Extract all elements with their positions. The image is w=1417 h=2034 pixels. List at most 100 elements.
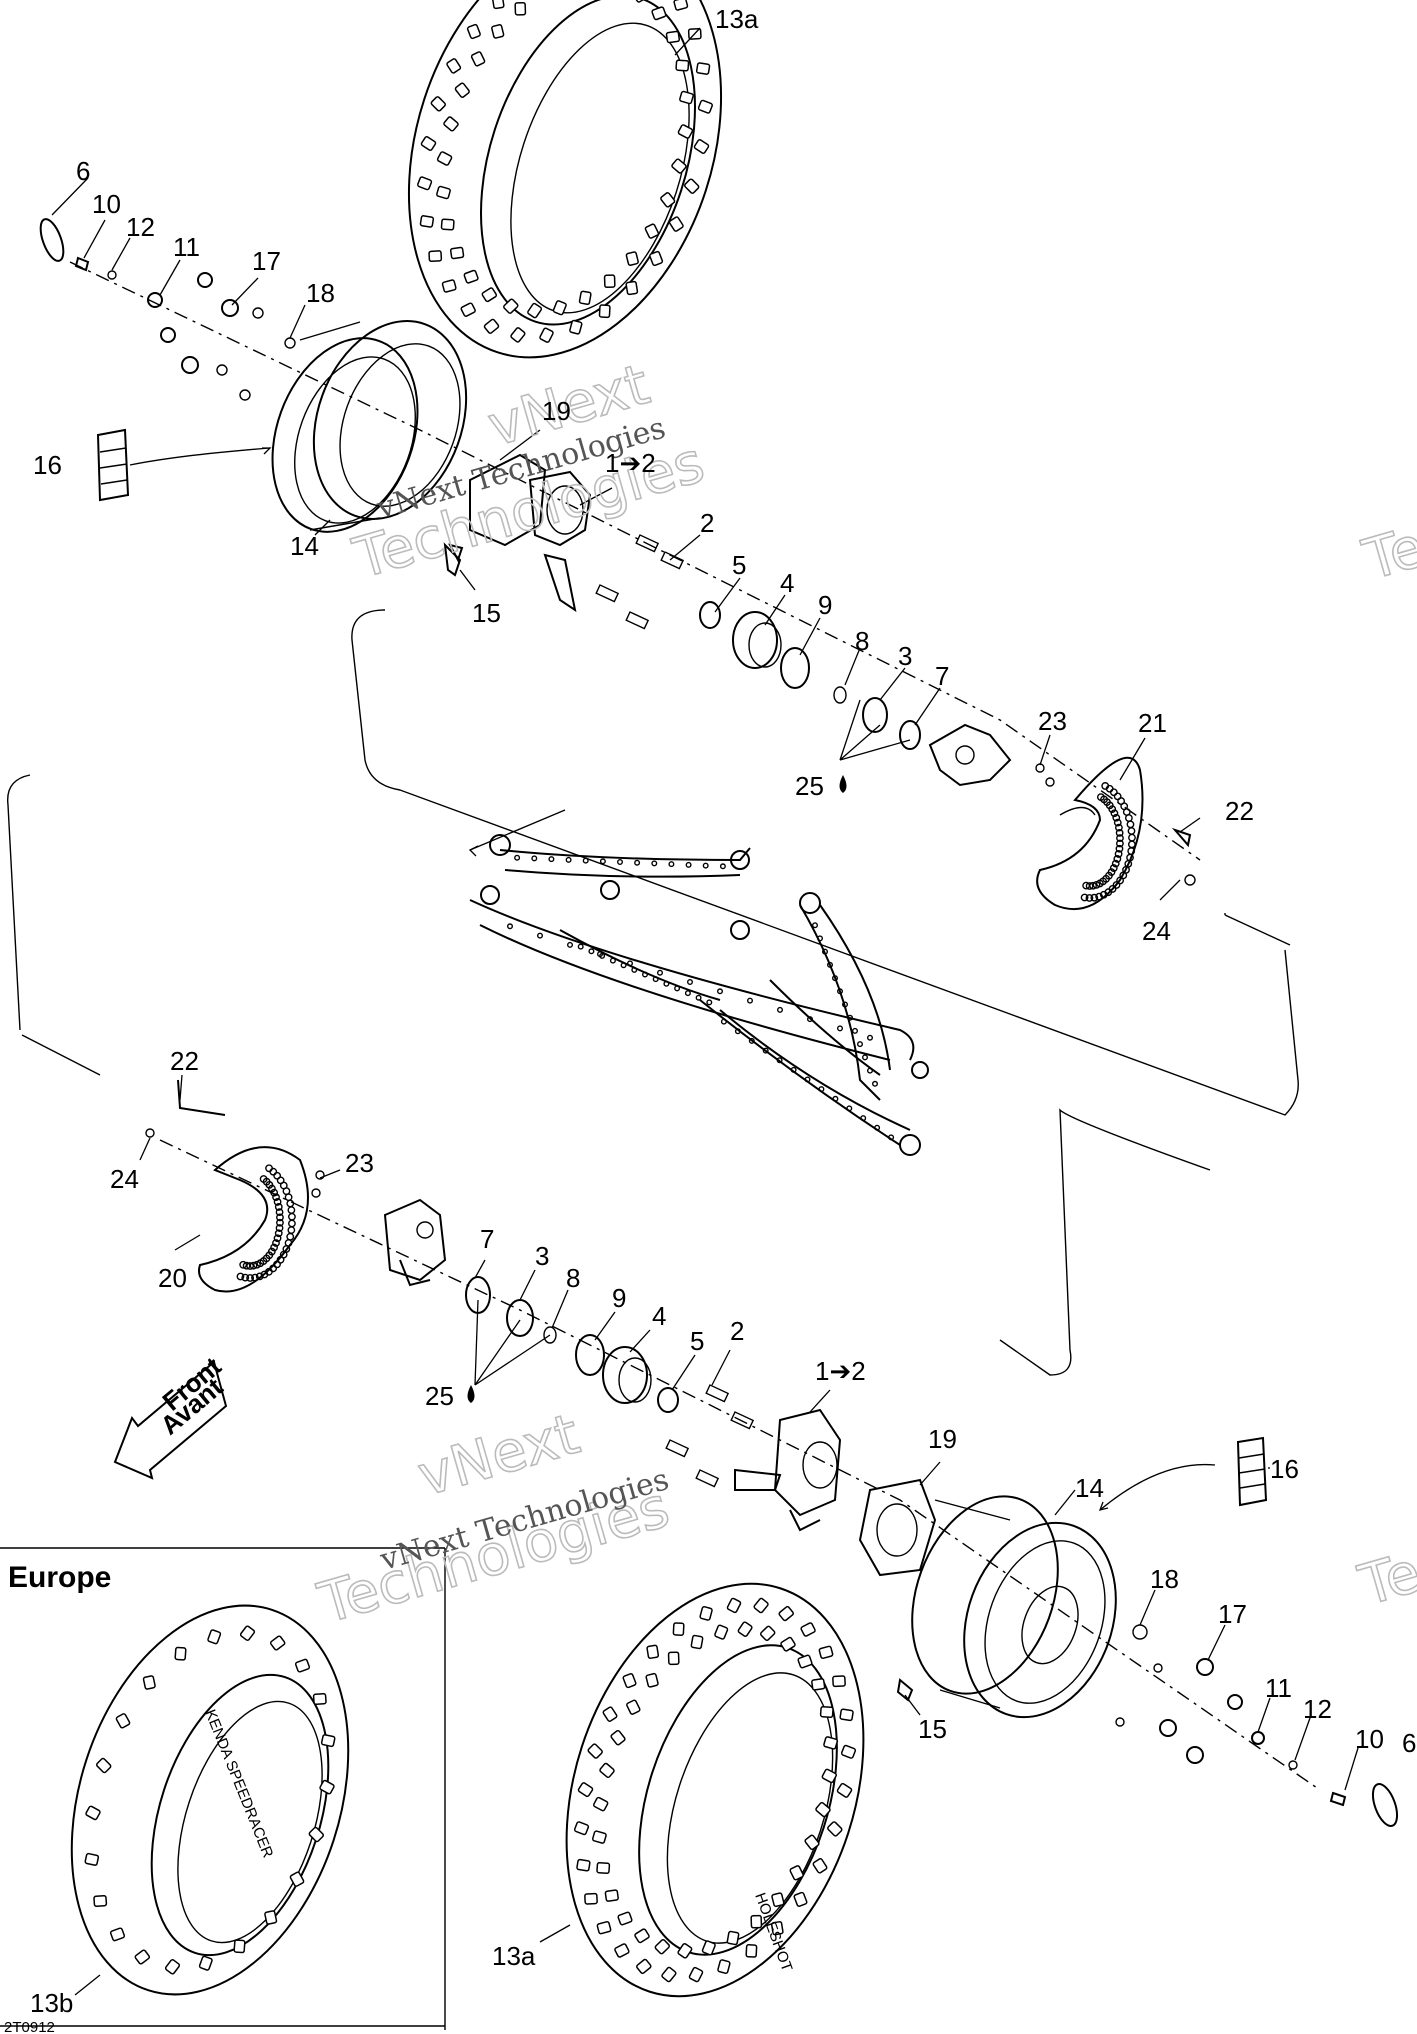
hardware-bottom [145,1128,1399,1827]
tread-block [778,1606,794,1622]
frame-dot [609,957,616,964]
callout-23-bottom: 23 [345,1148,374,1178]
tread-block [626,1699,641,1715]
disc-hole [273,1198,282,1206]
tread-block [780,1636,796,1652]
disc-hole [1114,823,1123,832]
tread-block [745,1943,758,1958]
frame-dot [567,941,574,948]
frame-dot [812,922,819,929]
callout-4-top: 4 [780,568,794,598]
tread-block [688,1966,704,1983]
callout-15-top: 15 [472,598,501,628]
tread-block [646,1644,660,1659]
tread-block [419,215,435,228]
bearing-stack-top [699,601,1012,787]
disc-hole [253,1260,261,1269]
tread-block [584,1892,598,1905]
frame-dot [627,960,634,967]
tread-block [673,0,689,11]
frame-dot [846,1105,853,1112]
oil-drop-icon-top [839,775,847,793]
tread-block [827,1821,843,1837]
frame-dot [548,856,555,863]
disc-hole [284,1193,293,1202]
callout-1to2-top: 1➔2 [605,448,656,478]
frame-dot [847,1014,854,1021]
disc-hole [1114,850,1123,858]
tread-block [436,185,451,200]
watermark-bottom: vNext Technologies vNext Technologies [311,1401,677,1638]
frame-dot [862,1054,869,1061]
frame-dot [651,860,658,867]
frame-dot [668,861,675,868]
frame-dot [507,923,514,930]
tread-block [85,1805,101,1821]
tread-block [636,1958,652,1974]
callout-9-top: 9 [818,590,832,620]
tread-block [797,1654,813,1669]
tread-block [134,1949,151,1965]
disc-hole [1115,828,1124,837]
tread-block [84,1852,100,1866]
disc-hole [265,1164,273,1173]
disc-hole [270,1243,278,1252]
disc-hole [1099,890,1108,899]
hardware-top [39,218,1196,886]
tread-block [701,1940,716,1956]
tread-block [602,1706,618,1722]
front-direction-arrow: Front Avant [113,1351,229,1480]
callout-25-top: 25 [795,771,824,801]
frame-dot [832,975,839,982]
tread-block [514,1,527,16]
tread-block [821,1768,837,1784]
tread-block [811,1678,826,1691]
oil-drop-icon-bottom [467,1385,475,1403]
tread-block [573,1821,590,1836]
tread-block [460,302,476,317]
tread-block [207,1629,222,1645]
frame-dot [674,985,681,992]
bearing-stack-bottom [465,1276,679,1413]
callout-3-bottom: 3 [535,1241,549,1271]
callout-7-bottom: 7 [480,1224,494,1254]
frame-dot [817,935,824,942]
callout-17-bottom: 17 [1218,1599,1247,1629]
callout-13a-bottom: 13a [492,1941,536,1971]
frame-bracket-lower [6,774,1211,1376]
knuckle-assembly-top [443,453,685,630]
disc-hole [276,1218,284,1227]
tread-block [693,139,710,154]
callout-5-bottom: 5 [690,1326,704,1356]
disc-hole [273,1234,282,1243]
tread-block [677,1943,693,1959]
tread-block [671,158,687,174]
disc-hole [1127,827,1136,835]
callout-25-bottom: 25 [425,1381,454,1411]
frame-dot [717,988,724,995]
disc-hole [287,1226,296,1235]
disc-hole [276,1213,284,1222]
tread-block [699,1606,713,1621]
tread-block [651,6,667,21]
tread-block [815,1801,831,1818]
tread-block [823,1736,839,1750]
tread-block [440,218,455,231]
tread-block [634,1928,650,1944]
tread-block [625,251,639,266]
disc-hole [1095,892,1104,901]
frame-dot [617,859,624,866]
tread-block [312,1692,327,1706]
callout-11-bottom: 11 [1265,1673,1292,1703]
tread-block [491,0,505,10]
disc-hole [1112,813,1121,822]
frame-dot [867,1067,874,1074]
disc-hole [288,1219,296,1228]
tread-block [454,82,470,98]
tread-block [603,274,616,289]
callout-23-top: 23 [1038,706,1067,736]
tread-block [661,1966,677,1983]
frame-dot [747,997,754,1004]
disc-hole [1085,894,1094,902]
tread-block [836,1782,853,1798]
